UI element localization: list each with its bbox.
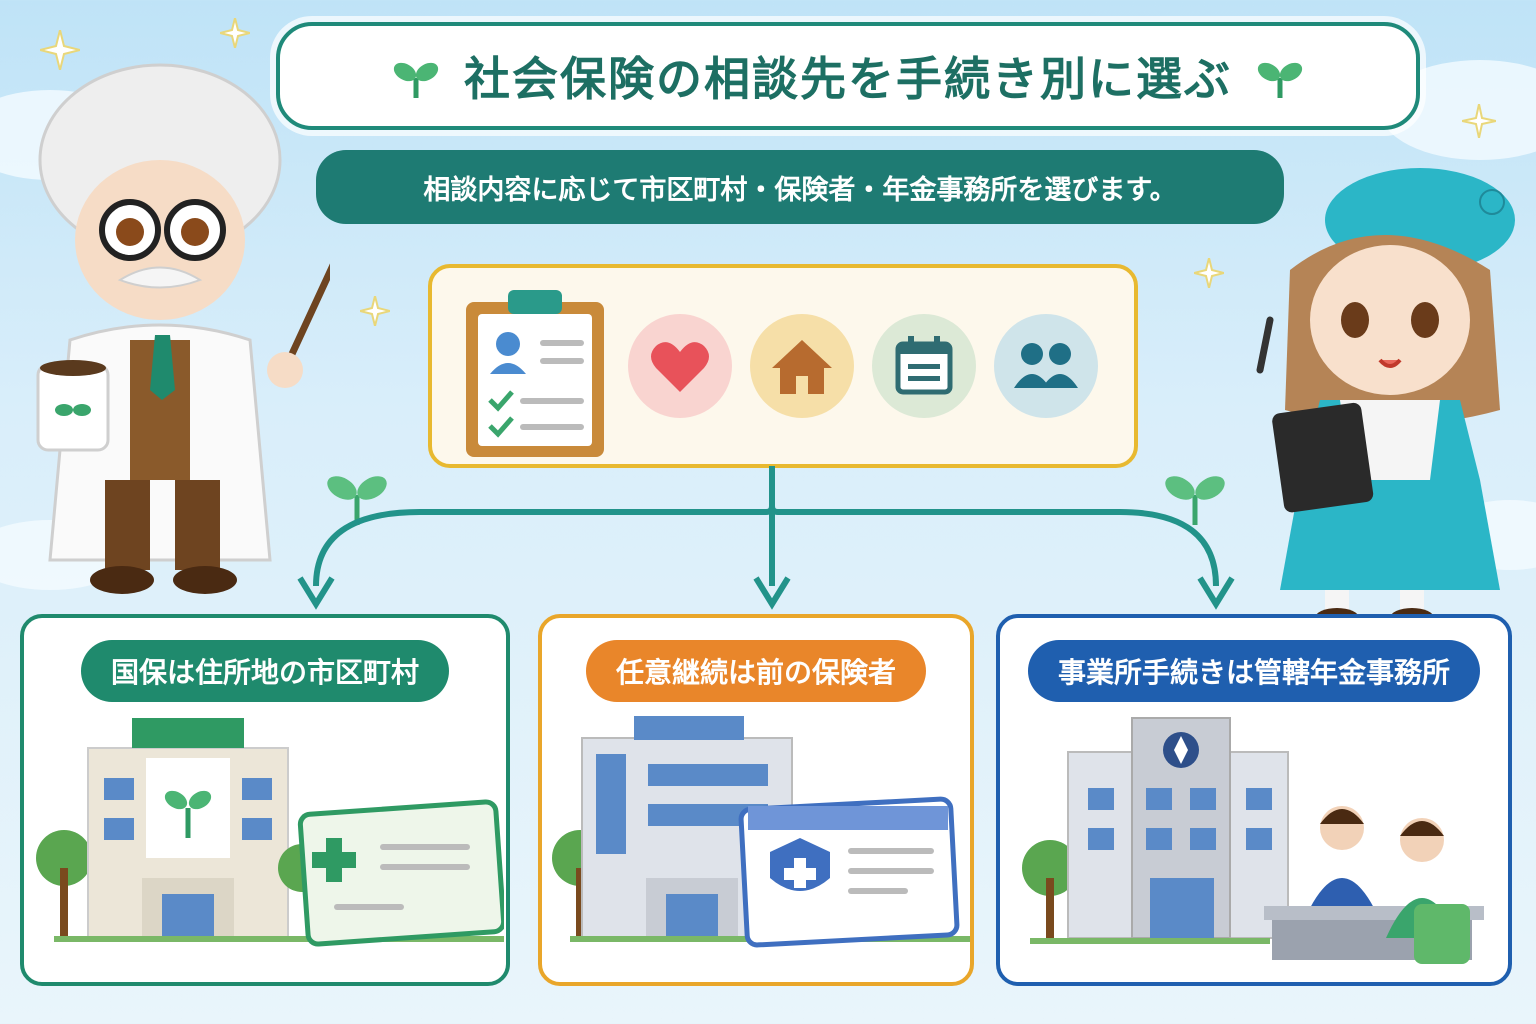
sparkle-icon [40, 30, 80, 70]
title-banner: 社会保険の相談先を手続き別に選ぶ [276, 22, 1420, 130]
sparkle-icon [1194, 258, 1224, 288]
city-hall-illustration [36, 718, 504, 947]
card-voluntary-continuation: 任意継続は前の保険者 [538, 614, 974, 986]
heart-icon [628, 314, 732, 418]
pension-office-illustration [1022, 717, 1484, 964]
consultation-icons-panel [428, 264, 1138, 468]
sprout-icon [1257, 62, 1303, 98]
card-label: 国保は住所地の市区町村 [80, 640, 450, 702]
calendar-icon [872, 314, 976, 418]
card-national-health: 国保は住所地の市区町村 [20, 614, 510, 986]
sparkle-icon [360, 296, 390, 326]
house-icon [750, 314, 854, 418]
page-title: 社会保険の相談先を手続き別に選ぶ [464, 52, 1232, 106]
professor-character [36, 63, 330, 594]
sprout-icon [327, 476, 387, 525]
sprout-icon [1165, 476, 1225, 525]
people-icon [994, 314, 1098, 418]
sparkle-icon [220, 18, 250, 48]
card-label: 事業所手続きは管轄年金事務所 [1027, 640, 1481, 702]
card-business-procedures: 事業所手続きは管轄年金事務所 [996, 614, 1512, 986]
card-label: 任意継続は前の保険者 [585, 640, 927, 702]
clipboard-icon [466, 290, 604, 457]
sprout-icon [393, 62, 439, 98]
flow-arrows [297, 466, 1235, 610]
assistant-character [1256, 168, 1515, 628]
sparkle-icon [1462, 104, 1496, 138]
subtitle-banner: 相談内容に応じて市区町村・保険者・年金事務所を選びます。 [316, 150, 1284, 224]
office-building-illustration [552, 716, 970, 948]
